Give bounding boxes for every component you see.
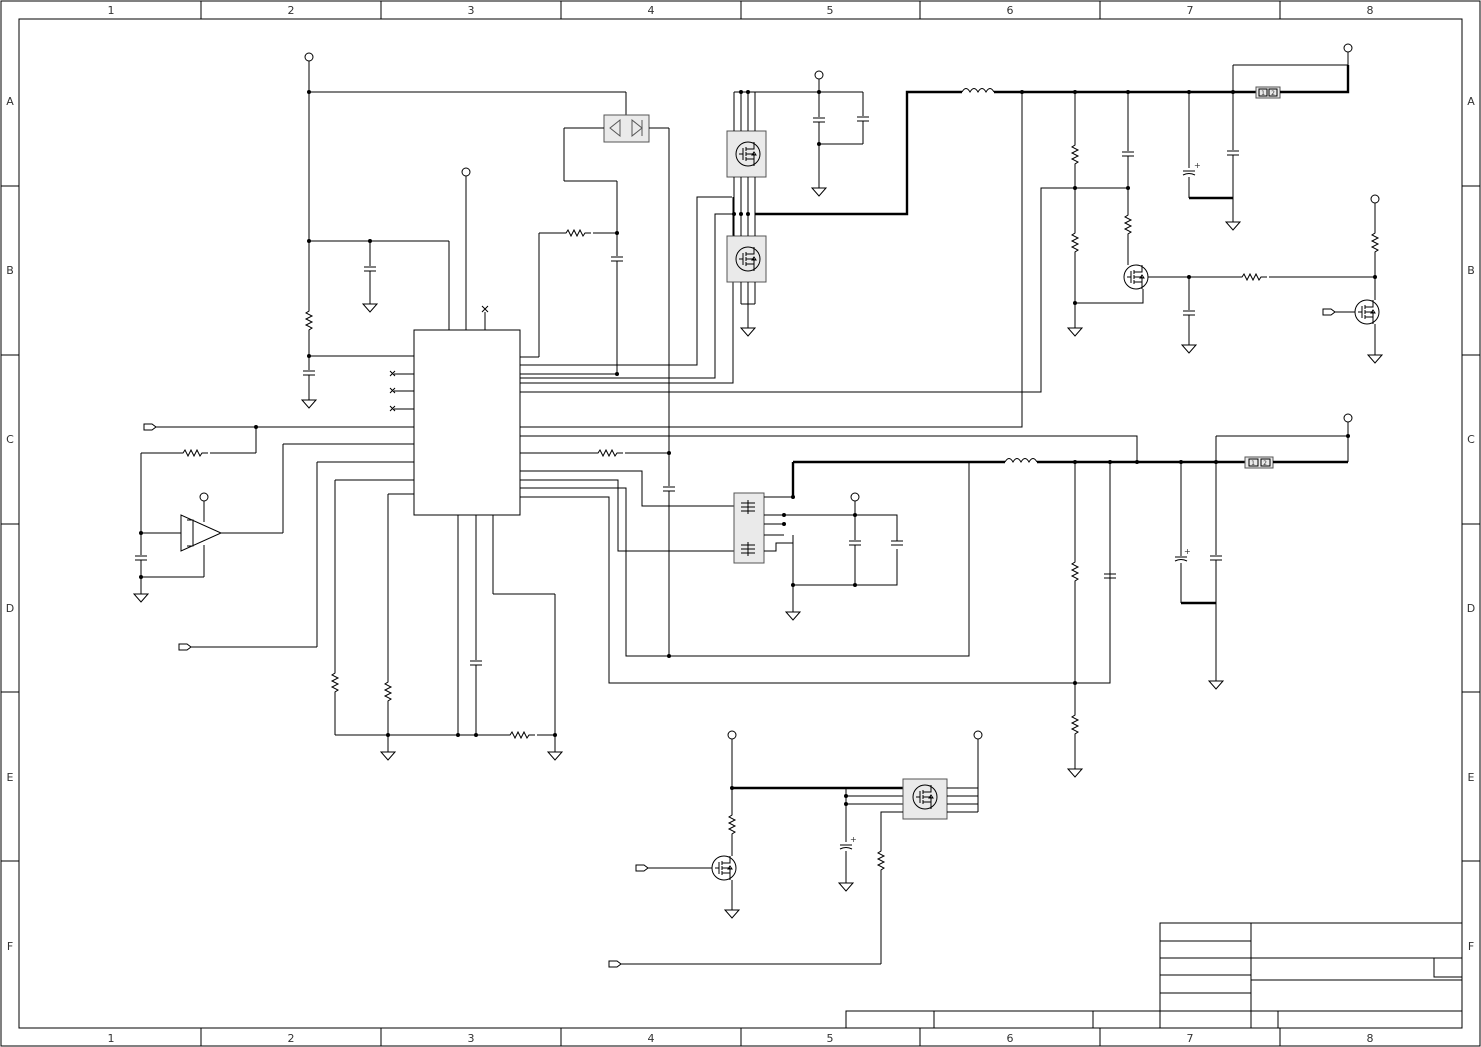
column-markers-bottom: 1 2 3 4 5 6 7 8 bbox=[108, 1028, 1374, 1046]
bottom-switch-section: + bbox=[608, 730, 983, 968]
col-label-1: 1 bbox=[108, 4, 115, 17]
col-label-bottom-4: 4 bbox=[648, 1032, 655, 1045]
opamp-symbol bbox=[180, 514, 223, 552]
row-markers-right: A B C D E F bbox=[1462, 95, 1480, 953]
row-label-right-E: E bbox=[1468, 771, 1475, 784]
resistor-r1 bbox=[305, 305, 313, 337]
input-caps-top bbox=[811, 70, 870, 197]
dim-input-port bbox=[1322, 308, 1336, 316]
input-opamp-network bbox=[133, 423, 414, 603]
no-connect-pins bbox=[389, 370, 414, 412]
svg-text:+: + bbox=[1194, 161, 1201, 170]
row-label-right-F: F bbox=[1468, 940, 1474, 953]
mosfet-q5 bbox=[711, 855, 737, 881]
led-connector-top-pin-1: 1 bbox=[1261, 90, 1265, 97]
col-label-3: 3 bbox=[468, 4, 475, 17]
row-label-right-D: D bbox=[1467, 602, 1475, 615]
col-label-bottom-8: 8 bbox=[1367, 1032, 1374, 1045]
input-port-2 bbox=[178, 643, 192, 651]
row-label-F: F bbox=[7, 940, 13, 953]
col-label-2: 2 bbox=[288, 4, 295, 17]
col-label-bottom-1: 1 bbox=[108, 1032, 115, 1045]
col-label-7: 7 bbox=[1187, 4, 1194, 17]
col-label-6: 6 bbox=[1007, 4, 1014, 17]
middle-mosfet-pair bbox=[662, 453, 1005, 658]
led-connector-mid-pin-2: 2 bbox=[1263, 460, 1267, 467]
row-label-B: B bbox=[6, 264, 14, 277]
input-port-2-net bbox=[178, 461, 414, 651]
column-markers-top: 1 2 3 4 5 6 7 8 bbox=[108, 1, 1374, 19]
led-connector-top-pin-2: 2 bbox=[1271, 90, 1275, 97]
row-label-right-B: B bbox=[1467, 264, 1475, 277]
vin-power-terminal bbox=[461, 167, 471, 177]
controller-right-signals bbox=[520, 92, 1138, 684]
mosfet-q4 bbox=[1354, 299, 1380, 325]
col-label-bottom-6: 6 bbox=[1007, 1032, 1014, 1045]
col-label-5: 5 bbox=[827, 4, 834, 17]
left-supply-network bbox=[301, 52, 627, 409]
top-output-rail: 1 2 + bbox=[961, 43, 1353, 337]
row-label-D: D bbox=[6, 602, 14, 615]
col-label-8: 8 bbox=[1367, 4, 1374, 17]
sense-input-port bbox=[608, 960, 622, 968]
row-label-A: A bbox=[6, 95, 14, 108]
bootstrap-diode bbox=[520, 114, 670, 486]
row-label-right-A: A bbox=[1467, 95, 1475, 108]
row-label-right-C: C bbox=[1467, 433, 1475, 446]
col-label-bottom-3: 3 bbox=[468, 1032, 475, 1045]
mosfet-q3 bbox=[1123, 264, 1149, 290]
row-markers-left: A B C D E F bbox=[1, 95, 19, 953]
top-mosfet-pair bbox=[726, 90, 962, 337]
title-block bbox=[845, 922, 1463, 1029]
col-label-bottom-2: 2 bbox=[288, 1032, 295, 1045]
controller-ic bbox=[413, 329, 521, 516]
svg-text:+: + bbox=[850, 835, 857, 844]
middle-output-rail: 1 2 + bbox=[1004, 413, 1353, 778]
ic-vin-net bbox=[461, 167, 489, 330]
col-label-bottom-5: 5 bbox=[827, 1032, 834, 1045]
led-connector-mid-pin-1: 1 bbox=[1251, 460, 1255, 467]
col-label-bottom-7: 7 bbox=[1187, 1032, 1194, 1045]
input-port-1 bbox=[143, 423, 157, 431]
row-label-C: C bbox=[6, 433, 14, 446]
row-label-E: E bbox=[7, 771, 14, 784]
top-dimming-switch bbox=[1073, 194, 1383, 364]
enable-input-port bbox=[635, 864, 649, 872]
svg-text:+: + bbox=[1184, 547, 1191, 556]
col-label-4: 4 bbox=[648, 4, 655, 17]
controller-bottom-network bbox=[331, 479, 563, 761]
